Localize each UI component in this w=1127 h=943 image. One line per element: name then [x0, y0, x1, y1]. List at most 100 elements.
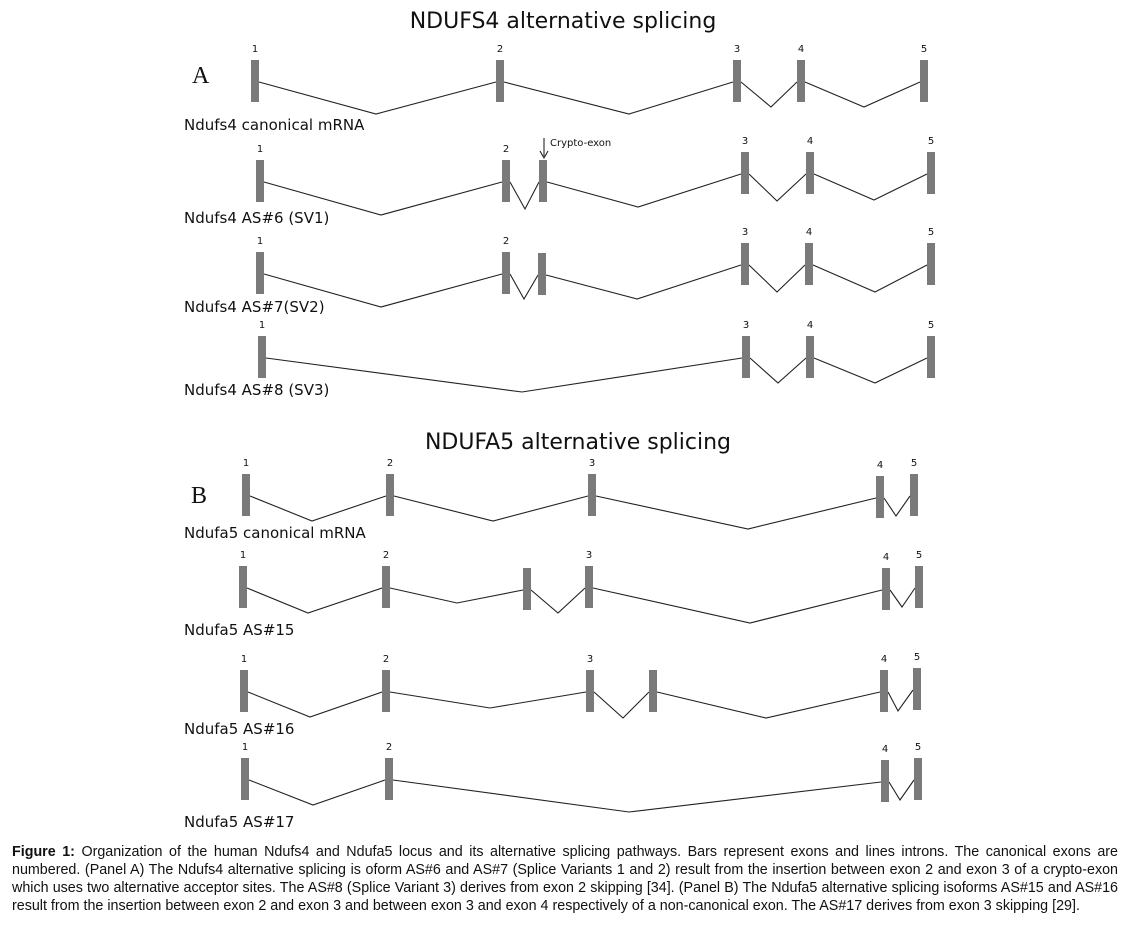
exon-bar — [882, 568, 890, 610]
exon-number: 4 — [877, 460, 883, 471]
exon-number: 5 — [921, 44, 927, 55]
exon-number: 1 — [257, 236, 263, 247]
exon-bar — [258, 336, 266, 378]
exon-number: 2 — [497, 44, 503, 55]
exon-bar — [920, 60, 928, 102]
row-label: Ndufa5 canonical mRNA — [184, 524, 366, 542]
row-label: Ndufs4 AS#7(SV2) — [184, 298, 325, 316]
intron-line — [246, 587, 383, 614]
intron-line — [812, 264, 928, 293]
exon-bar — [588, 474, 596, 516]
exon-bar — [914, 758, 922, 800]
exon-bar — [502, 252, 510, 294]
exon-bar — [880, 670, 888, 712]
exon-number: 1 — [240, 550, 246, 561]
exon-bar — [915, 566, 923, 608]
exon-bar — [927, 152, 935, 194]
intron-line — [389, 691, 587, 709]
exon-number: 3 — [734, 44, 740, 55]
exon-number: 4 — [807, 320, 813, 331]
panel-a-letter: A — [192, 63, 210, 89]
row-label: Ndufa5 AS#15 — [184, 621, 294, 639]
exon-bar — [386, 474, 394, 516]
exon-number: 5 — [928, 227, 934, 238]
exon-number: 1 — [242, 742, 248, 753]
exon-bar — [797, 60, 805, 102]
exon-bar — [241, 758, 249, 800]
exon-number: 5 — [915, 742, 921, 753]
crypto-exon-label: Crypto-exon — [550, 138, 611, 149]
intron-line — [749, 357, 807, 384]
intron-line — [546, 173, 742, 208]
exon-number: 4 — [807, 136, 813, 147]
exon-bar — [251, 60, 259, 102]
intron-line — [392, 779, 882, 813]
intron-line — [595, 495, 877, 530]
intron-line — [748, 173, 807, 202]
exon-bar — [876, 476, 884, 518]
intron-line — [530, 587, 586, 614]
caption-label: Figure 1: — [12, 844, 75, 860]
exon-number: 2 — [386, 742, 392, 753]
exon-number: 5 — [914, 652, 920, 663]
exon-number: 3 — [743, 320, 749, 331]
exon-bar — [913, 668, 921, 710]
exon-bar — [502, 160, 510, 202]
exon-number: 3 — [589, 458, 595, 469]
intron-line — [389, 587, 524, 604]
intron-line — [813, 173, 928, 201]
intron-line — [804, 81, 921, 108]
exon-number: 5 — [916, 550, 922, 561]
intron-line — [509, 273, 539, 301]
exon-bar — [496, 60, 504, 102]
panel-b-letter: B — [191, 483, 207, 509]
intron-line — [889, 587, 916, 608]
arrow-head-icon — [539, 150, 549, 160]
exon-number: 4 — [882, 744, 888, 755]
exon-bar — [881, 760, 889, 802]
exon-bar — [256, 160, 264, 202]
exon-number: 1 — [252, 44, 258, 55]
exon-bar — [649, 670, 657, 712]
exon-bar — [523, 568, 531, 610]
exon-number: 4 — [806, 227, 812, 238]
intron-line — [393, 495, 589, 522]
exon-bar — [806, 152, 814, 194]
exon-bar — [586, 670, 594, 712]
intron-line — [656, 691, 881, 719]
exon-number: 4 — [798, 44, 804, 55]
intron-line — [247, 691, 383, 718]
row-label: Ndufs4 canonical mRNA — [184, 116, 365, 134]
exon-number: 1 — [259, 320, 265, 331]
figure-caption: Figure 1: Organization of the human Nduf… — [12, 843, 1118, 915]
exon-bar — [539, 160, 547, 202]
exon-number: 4 — [883, 552, 889, 563]
intron-line — [813, 357, 928, 384]
exon-bar — [927, 336, 935, 378]
exon-number: 2 — [503, 236, 509, 247]
intron-line — [248, 779, 386, 806]
exon-bar — [910, 474, 918, 516]
intron-line — [887, 689, 914, 713]
intron-line — [740, 81, 798, 108]
exon-bar — [927, 243, 935, 285]
exon-bar — [585, 566, 593, 608]
row-label: Ndufs4 AS#8 (SV3) — [184, 381, 329, 399]
exon-number: 1 — [257, 144, 263, 155]
exon-number: 2 — [383, 654, 389, 665]
panel-b-title: NDUFA5 alternative splicing — [425, 430, 731, 455]
intron-line — [263, 273, 503, 308]
intron-line — [263, 181, 503, 216]
intron-line — [592, 587, 883, 624]
row-label: Ndufa5 AS#16 — [184, 720, 294, 738]
exon-bar — [742, 336, 750, 378]
